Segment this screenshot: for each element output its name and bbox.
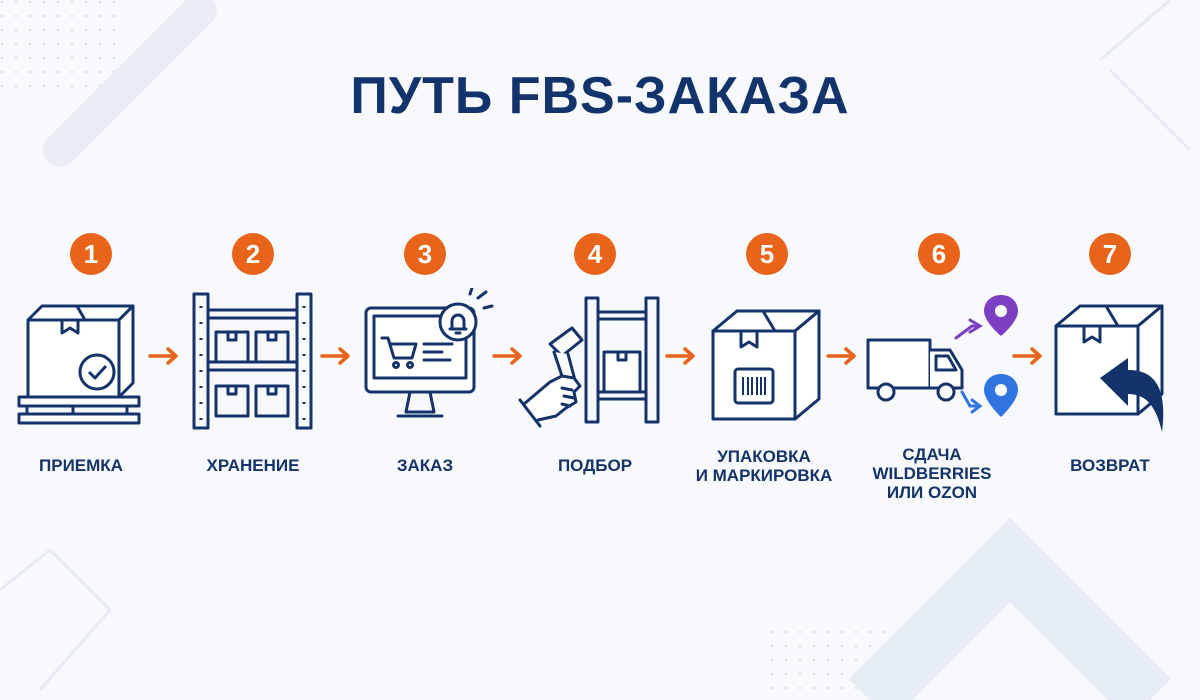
step-7-badge: 7 xyxy=(1089,233,1131,275)
monitor-cart-bell-icon xyxy=(364,288,494,418)
arrow-right-icon xyxy=(320,347,350,365)
step-3-badge: 3 xyxy=(404,233,446,275)
page-title: ПУТЬ FBS-ЗАКАЗА xyxy=(350,67,850,125)
step-5-badge: 5 xyxy=(746,233,788,275)
arrow-right-icon xyxy=(826,347,856,365)
chevron-shape-bottom-right xyxy=(848,517,1172,700)
dot-pattern-top-left xyxy=(0,0,120,95)
step-5-label: УПАКОВКА И МАРКИРОВКА xyxy=(695,447,833,485)
step-1-label: ПРИЕМКА xyxy=(39,456,123,475)
box-barcode-icon xyxy=(711,309,821,421)
step-4-badge: 4 xyxy=(574,233,616,275)
step-4-label: ПОДБОР xyxy=(557,456,633,475)
step-6-label: СДАЧА WILDBERRIES ИЛИ OZON xyxy=(872,445,992,502)
step-2-badge: 2 xyxy=(232,233,274,275)
arrow-right-icon xyxy=(492,347,522,365)
box-return-icon xyxy=(1054,304,1164,432)
outline-shape-bottom-left xyxy=(0,547,113,691)
arrow-right-icon xyxy=(1012,347,1042,365)
box-on-pallet-check-icon xyxy=(17,304,141,425)
step-3-label: ЗАКАЗ xyxy=(396,456,454,475)
arrow-right-icon xyxy=(148,347,178,365)
arrow-right-icon xyxy=(665,347,695,365)
step-6-badge: 6 xyxy=(918,233,960,275)
diagonal-stripe-top-left xyxy=(43,0,217,167)
step-2-label: ХРАНЕНИЕ xyxy=(206,456,300,475)
scanner-rack-icon xyxy=(518,296,660,428)
truck-locations-icon xyxy=(866,295,1018,417)
outline-shape-top-right xyxy=(1099,0,1192,152)
warehouse-rack-icon xyxy=(192,292,313,430)
step-7-label: ВОЗВРАТ xyxy=(1070,456,1150,475)
step-1-badge: 1 xyxy=(70,233,112,275)
